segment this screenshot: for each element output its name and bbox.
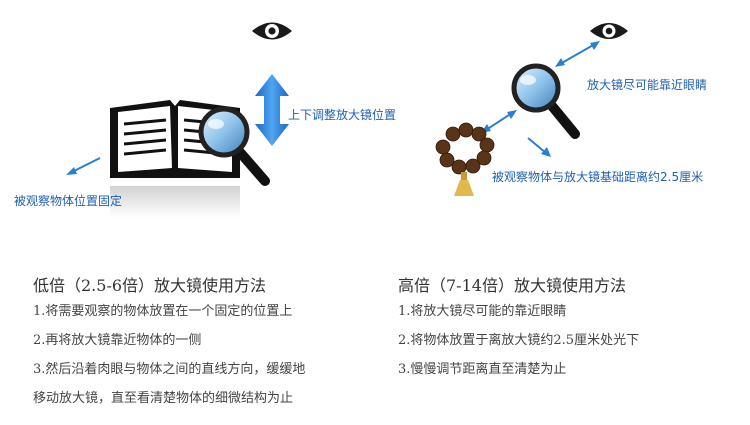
- illustration: [66, 22, 628, 218]
- diagonal-arrow-lower: [481, 110, 517, 133]
- low-power-step-1: 1.将需要观察的物体放置在一个固定的位置上: [33, 304, 293, 319]
- label-object-fixed: 被观察物体位置固定: [14, 194, 123, 208]
- magnifier-icon-left: [198, 106, 270, 186]
- label-distance: 被观察物体与放大镜基础距离约2.5厘米: [492, 170, 704, 184]
- high-power-step-2: 2.将物体放置于离放大镜约2.5厘米处光下: [398, 333, 640, 348]
- eye-icon-left: [252, 22, 292, 40]
- low-power-step-3-cont: 移动放大镜，直至看清楚物体的细微结构为止: [33, 391, 294, 406]
- magnifier-icon-right: [511, 63, 580, 139]
- diagonal-arrow-upper: [555, 41, 600, 67]
- low-power-title: 低倍（2.5-6倍）放大镜使用方法: [33, 276, 267, 295]
- label-adjust-vertical: 上下调整放大镜位置: [288, 108, 397, 122]
- vertical-double-arrow: [255, 74, 289, 146]
- high-power-title: 高倍（7-14倍）放大镜使用方法: [398, 276, 626, 295]
- eye-icon-right: [590, 23, 628, 39]
- bead-bracelet-icon: [435, 122, 495, 196]
- arrow-icon-lower-left: [66, 157, 101, 175]
- high-power-step-3: 3.慢慢调节距离直至清楚为止: [398, 362, 567, 377]
- high-power-step-1: 1.将放大镜尽可能的靠近眼睛: [398, 304, 567, 319]
- arrow-icon-lower-right: [527, 137, 551, 157]
- low-power-step-2: 2.再将放大镜靠近物体的一侧: [33, 333, 202, 348]
- label-near-eye: 放大镜尽可能靠近眼睛: [587, 78, 708, 92]
- low-power-step-3: 3.然后沿着肉眼与物体之间的直线方向，缓缓地: [33, 362, 306, 377]
